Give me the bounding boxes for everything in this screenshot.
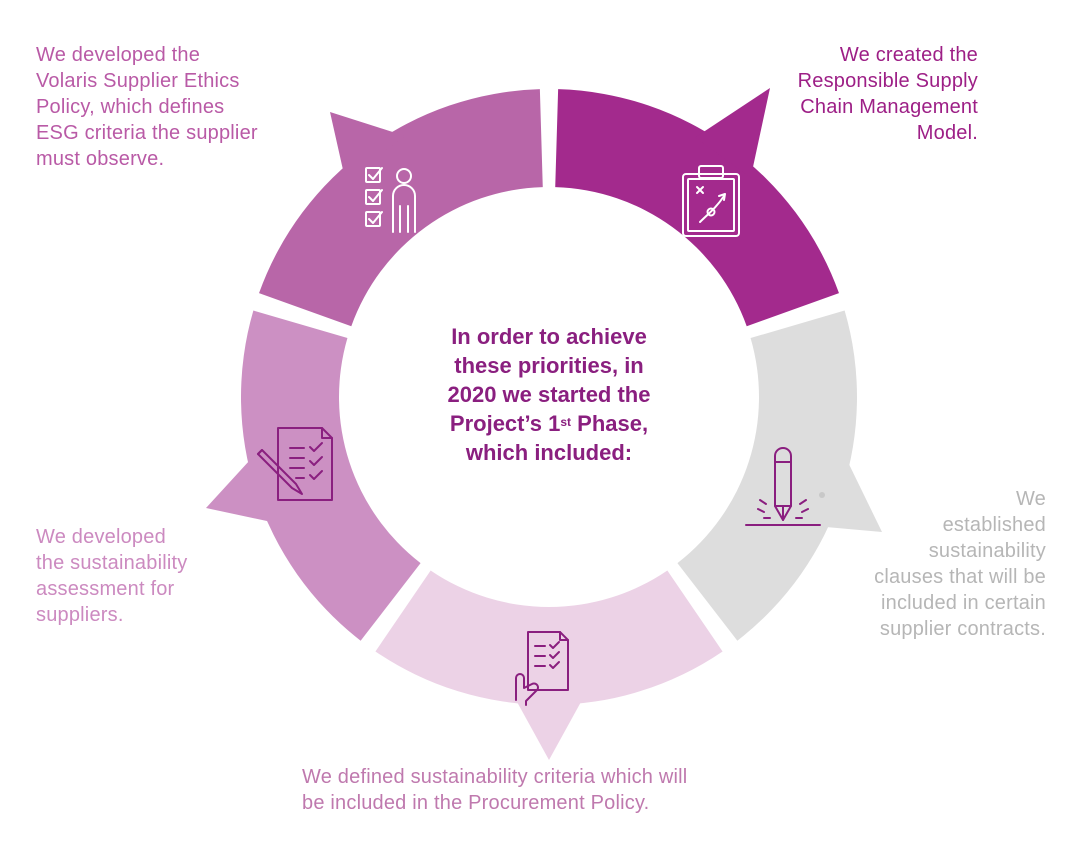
step-label-clauses: We established sustainability clauses that … xyxy=(806,486,1046,642)
step-label-line: Volaris Supplier Ethics xyxy=(36,70,240,92)
step-label-line: supplier contracts. xyxy=(879,618,1046,640)
pointer-assessment xyxy=(206,453,280,524)
step-label-line: ESG criteria the supplier xyxy=(36,122,258,144)
step-label-criteria: We defined sustainability criteria which… xyxy=(302,764,802,816)
step-label-line: Policy, which defines xyxy=(36,96,225,118)
step-label-line: sustainability xyxy=(928,540,1046,562)
ring-segment-criteria xyxy=(375,570,723,706)
step-label-line: We developed xyxy=(36,526,166,548)
step-label-line: the sustainability xyxy=(36,552,188,574)
step-label-line: We developed the xyxy=(36,44,201,66)
center-text: In order to achieve these priorities, in… xyxy=(404,322,694,467)
step-label-assessment: We developed the sustainability assessment… xyxy=(36,524,266,628)
center-line: which included: xyxy=(465,440,633,465)
clipboard-strategy-icon xyxy=(682,165,740,237)
center-line: 2020 we started the xyxy=(447,382,651,407)
step-label-line: assessment for xyxy=(36,578,175,600)
pointer-model xyxy=(695,88,770,178)
step-label-line: must observe. xyxy=(36,148,165,170)
step-label-line: established xyxy=(942,514,1046,536)
step-label-line: We xyxy=(1015,488,1046,510)
pointer-policy xyxy=(330,112,406,180)
checklist-person-icon xyxy=(365,167,416,233)
center-line: In order to achieve xyxy=(451,324,647,349)
step-label-line: clauses that will be xyxy=(874,566,1046,588)
grey-dot xyxy=(819,492,825,498)
pencil-signing-icon xyxy=(745,447,821,526)
center-line: these priorities, in xyxy=(454,353,644,378)
step-label-line: We created the xyxy=(839,44,978,66)
document-pen-icon xyxy=(257,427,333,501)
pointer-criteria xyxy=(511,692,587,760)
step-label-line: We defined sustainability criteria which… xyxy=(302,766,688,788)
ring-segment-clauses xyxy=(677,310,857,641)
step-label-line: suppliers. xyxy=(36,604,124,626)
ring-segment-model xyxy=(555,89,839,327)
step-label-line: Chain Management xyxy=(800,96,978,118)
step-label-line: be included in the Procurement Policy. xyxy=(302,792,650,814)
step-label-line: Responsible Supply xyxy=(797,70,978,92)
pointer-clauses xyxy=(817,450,882,532)
ring-segment-assessment xyxy=(241,310,421,641)
step-label-line: included in certain xyxy=(880,592,1046,614)
center-line: Project’s 1st Phase, xyxy=(449,411,649,436)
hand-checklist-icon xyxy=(515,631,569,706)
step-label-line: Model. xyxy=(916,122,978,144)
